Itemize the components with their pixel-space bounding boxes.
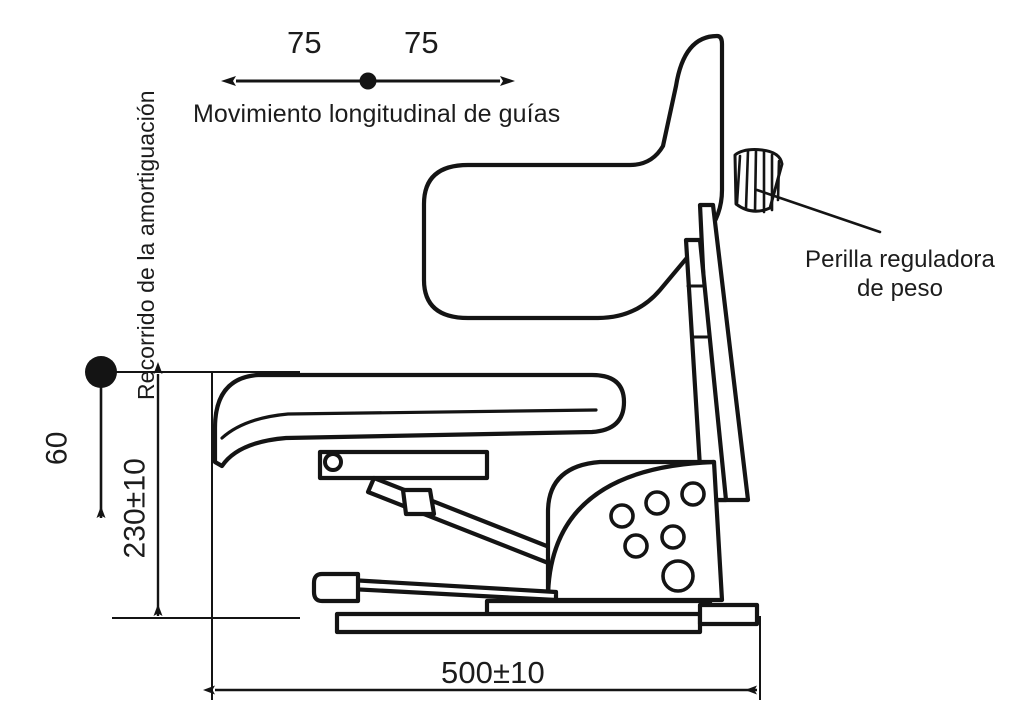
base-hole-1 <box>680 481 706 507</box>
seat-assembly <box>212 33 882 635</box>
callout-knob-line1: Perilla reguladora <box>805 246 995 273</box>
travel-center-dot <box>359 72 377 90</box>
backrest-frame-inner-rail <box>683 237 729 503</box>
seat-cushion <box>212 372 627 469</box>
suspension-link-arm <box>365 475 575 573</box>
base-hole-2 <box>644 490 670 516</box>
dimension-overall-length: 500±10 <box>441 655 545 690</box>
seat-pan-bracket <box>317 449 490 481</box>
seat-cushion-crease <box>220 408 598 440</box>
base-plate-curve <box>545 459 717 603</box>
knob-leader-line <box>755 188 882 234</box>
base-hole-3 <box>609 503 635 529</box>
dimension-75-left: 75 <box>287 25 322 60</box>
base-hole-5 <box>623 533 649 559</box>
release-lever-grip <box>311 571 361 604</box>
slide-rail-foot <box>697 602 760 627</box>
callout-knob-line2: de peso <box>856 275 944 303</box>
callout-weight-adjust-knob: Perilla reguladora de peso <box>787 245 1013 304</box>
backrest-cushion <box>421 33 725 321</box>
dimension-75-right: 75 <box>404 25 439 60</box>
lower-slide-rail <box>334 611 703 635</box>
release-lever-rod <box>347 577 559 603</box>
dimension-damping-60: 60 <box>40 431 74 466</box>
pan-pivot-hole <box>323 452 343 472</box>
height-dimension <box>101 362 300 619</box>
top-travel-dimension <box>221 72 515 90</box>
caption-damping-travel: Recorrido de la amortiguación <box>132 90 159 401</box>
link-stop-block <box>400 487 437 517</box>
base-hole-4 <box>660 524 686 550</box>
damping-dimension <box>85 356 117 518</box>
weight-adjust-knob <box>733 148 784 214</box>
base-hole-large <box>661 559 695 593</box>
dimension-seat-height: 230±10 <box>118 458 152 559</box>
caption-longitudinal-movement: Movimiento longitudinal de guías <box>193 100 561 128</box>
length-dimension <box>203 372 761 700</box>
